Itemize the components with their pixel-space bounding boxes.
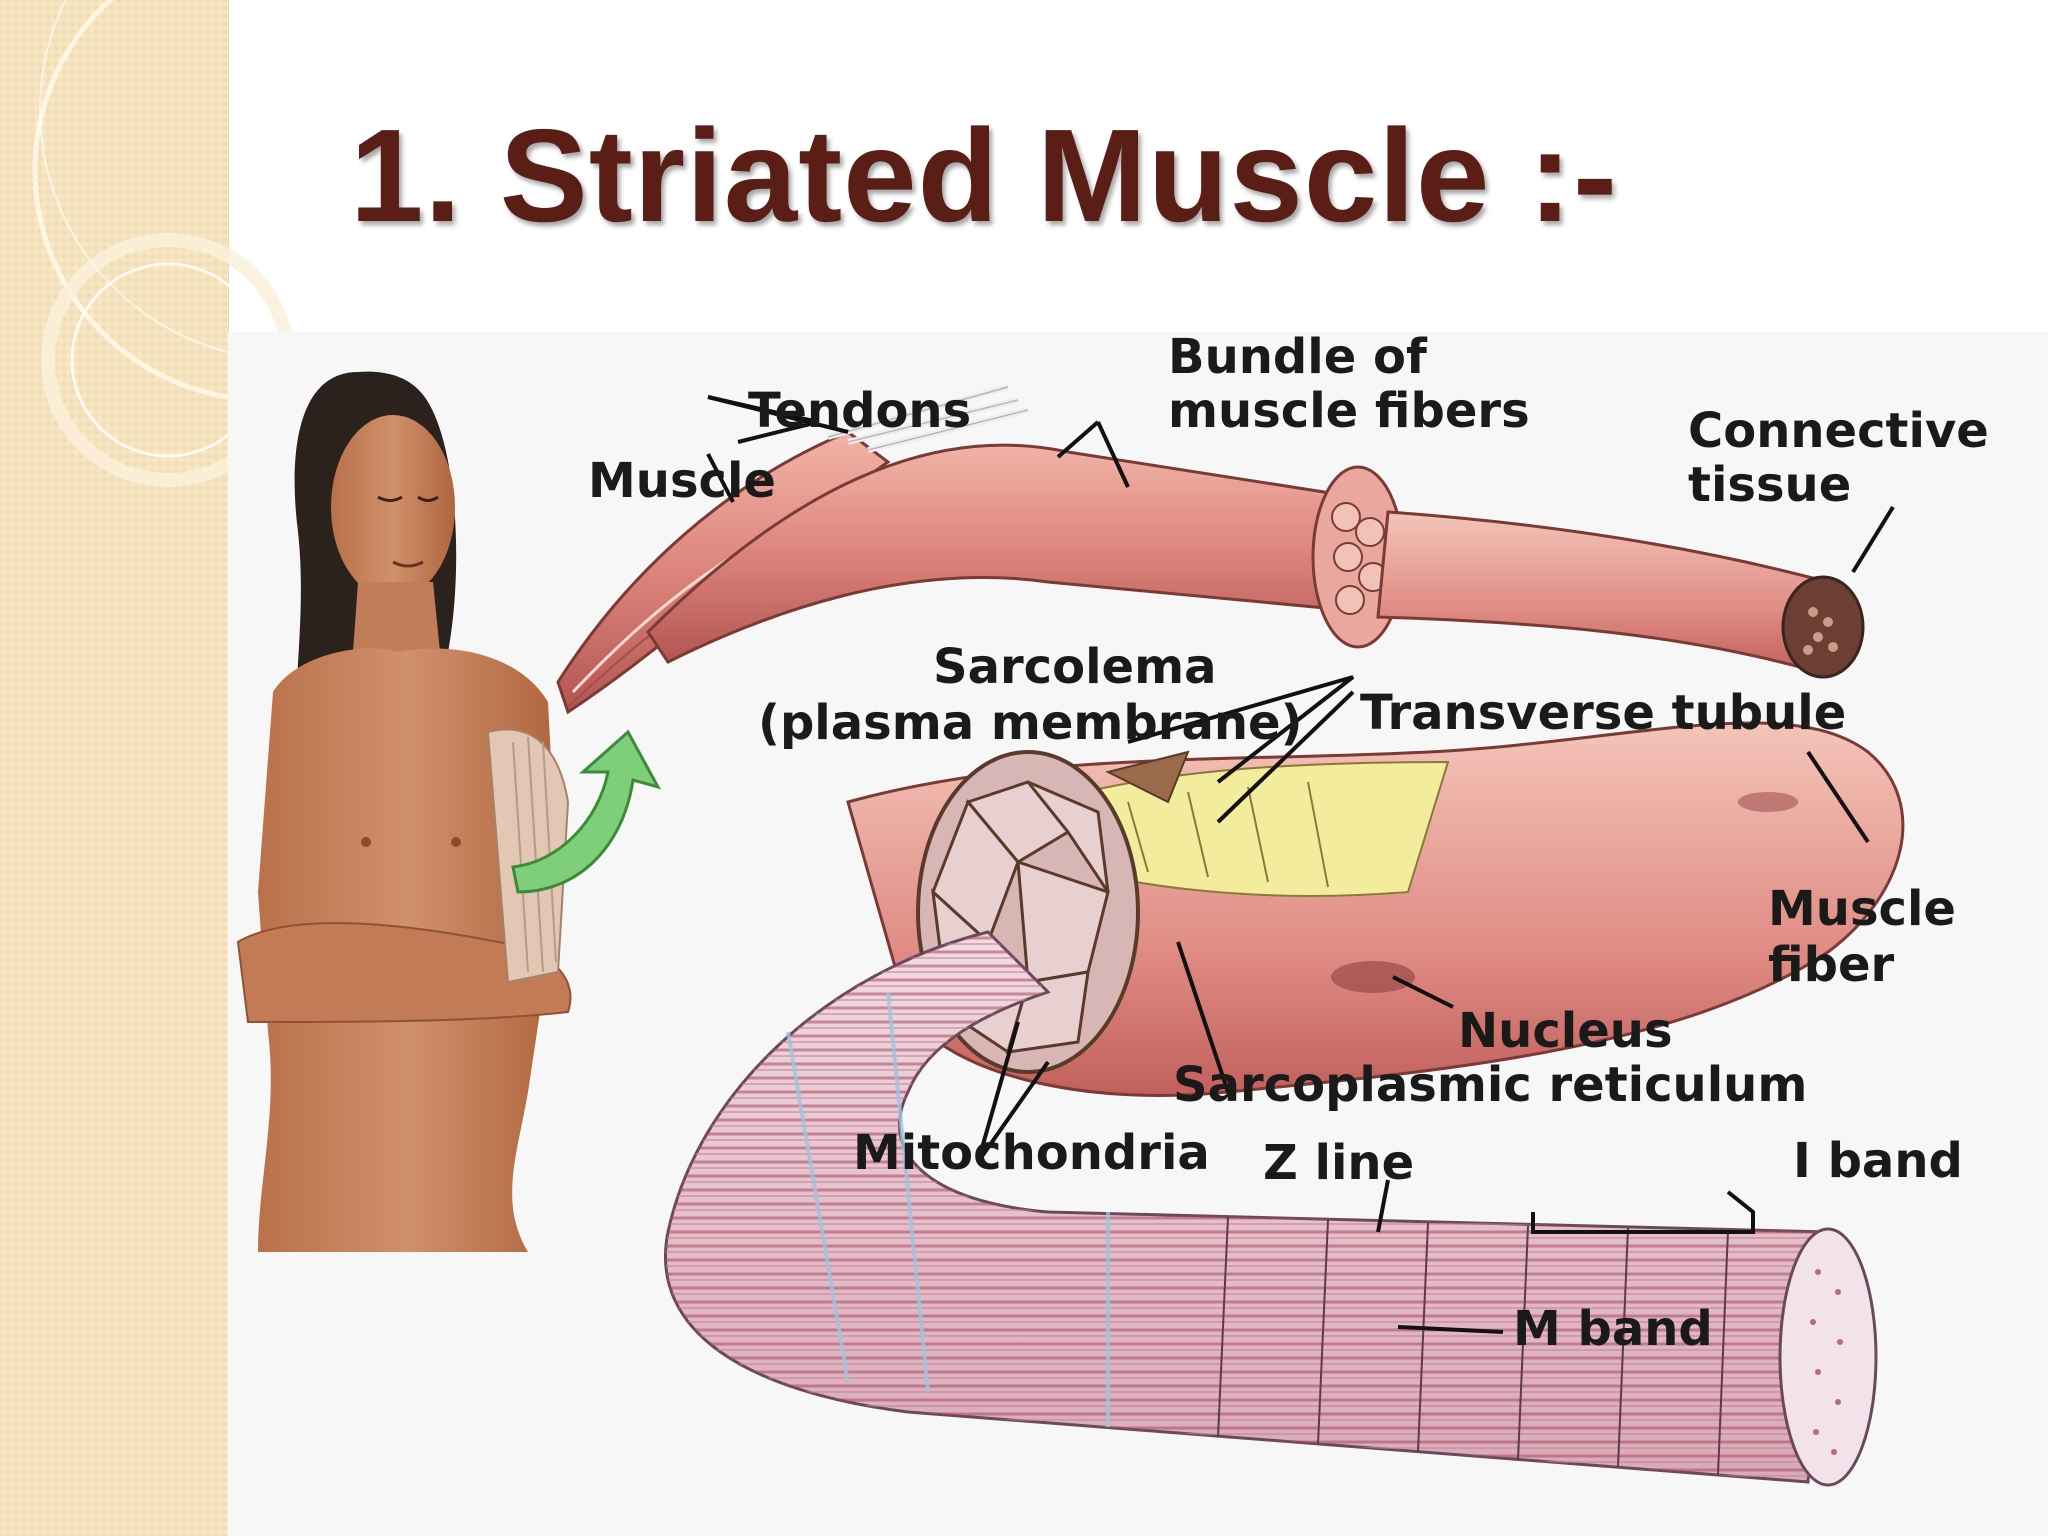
label-nucleus: Nucleus [1458,1003,1673,1059]
fiber-bundle [646,443,1865,679]
label-z-line: Z line [1263,1135,1415,1191]
human-figure [236,371,572,1252]
label-leader-lines [706,395,1895,1334]
label-i-band: I band [1793,1133,1963,1189]
label-muscle-fiber-2: fiber [1768,937,1895,993]
label-sarcoplasmic-reticulum: Sarcoplasmic reticulum [1173,1057,1808,1113]
label-muscle: Muscle [588,453,776,509]
label-bundle-of: Bundle of [1168,329,1427,385]
label-muscle-fiber-1: Muscle [1768,881,1956,937]
label-tendons: Tendons [748,383,972,439]
label-plasma-membrane: (plasma membrane) [758,695,1303,751]
magnify-arrow [511,729,662,894]
label-transverse-tubule: Transverse tubule [1360,685,1847,741]
muscle-anatomy-figure: Tendons Muscle Bundle of muscle fibers C… [228,329,2048,1536]
muscle-diagram-drawing [236,371,1905,1487]
label-m-band: M band [1513,1301,1713,1357]
label-mitochondria: Mitochondria [853,1125,1210,1181]
label-muscle-fibers: muscle fibers [1168,383,1530,439]
label-tissue: tissue [1688,457,1852,513]
label-connective: Connective [1688,403,1989,459]
label-sarcolema: Sarcolema [933,639,1217,695]
myofibril [664,930,1878,1487]
slide-title: 1. Striated Muscle :- [350,102,1618,249]
